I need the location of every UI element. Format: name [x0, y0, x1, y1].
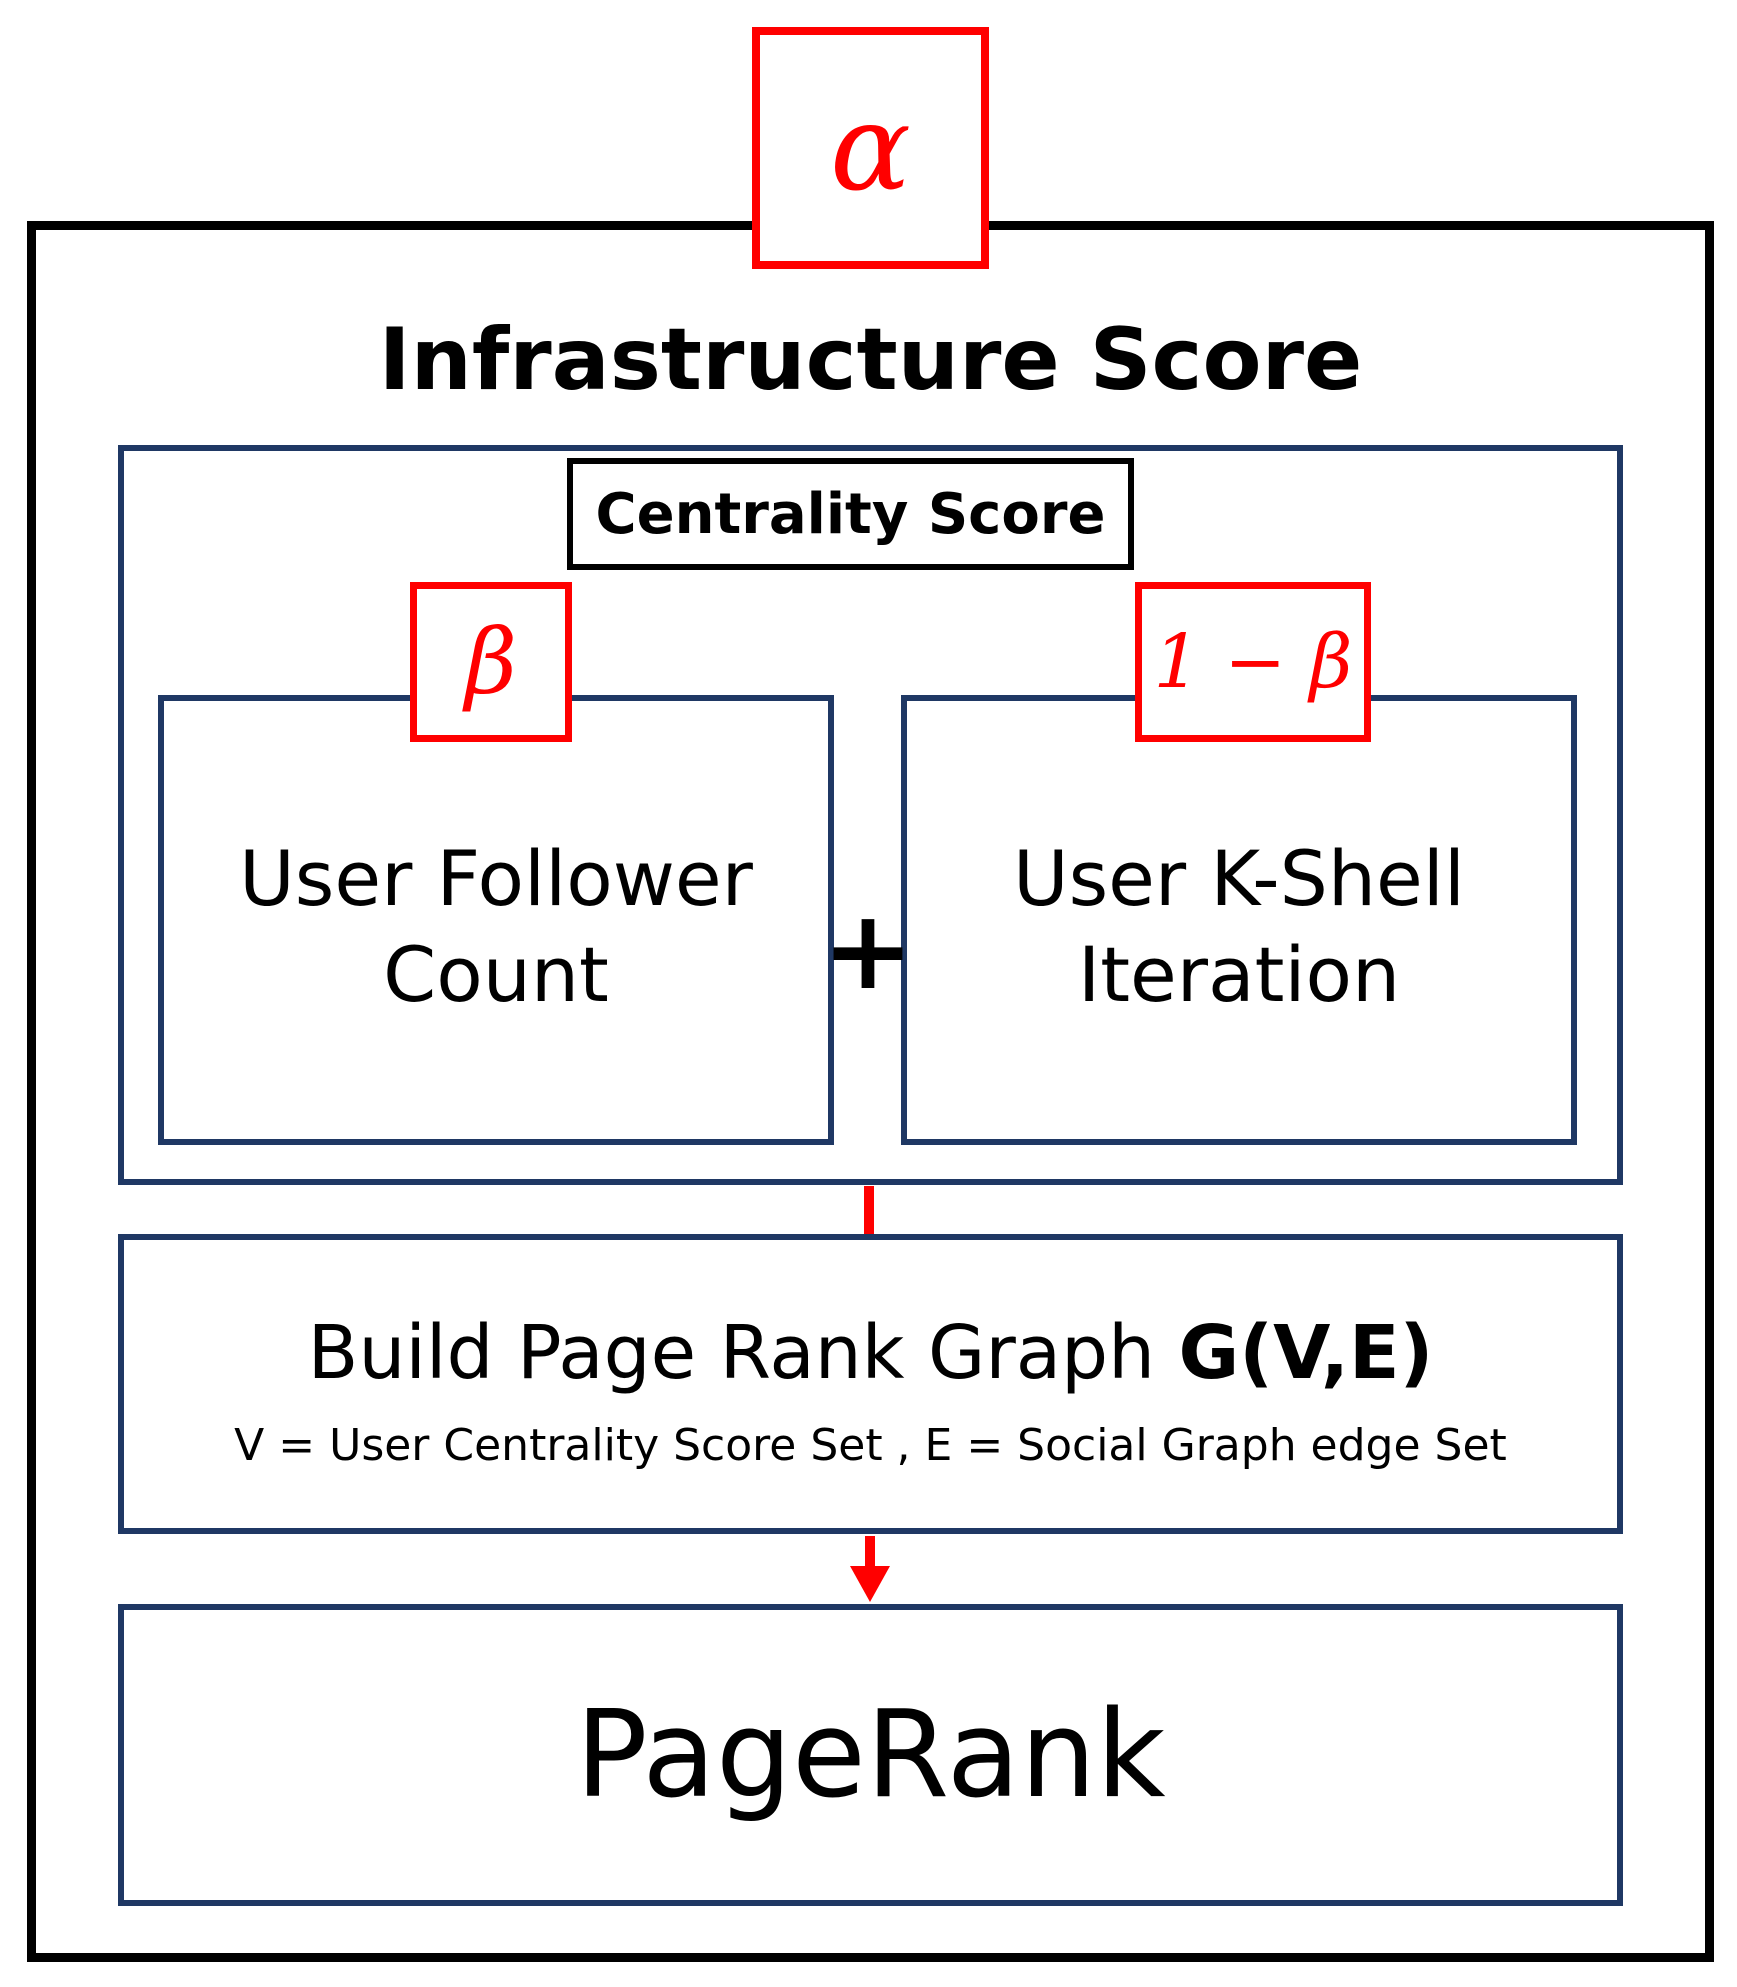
beta-weight-box: β	[410, 582, 572, 742]
graph-subtitle: V = User Centrality Score Set , E = Soci…	[234, 1420, 1507, 1471]
follower-line-2: Count	[383, 930, 609, 1019]
connector-line	[864, 1186, 874, 1234]
one-minus-beta-weight-box: 1 − β	[1135, 582, 1371, 742]
infrastructure-score-title: Infrastructure Score	[378, 310, 1363, 410]
build-graph-box: Build Page Rank Graph G(V,E) V = User Ce…	[118, 1234, 1623, 1534]
alpha-weight-box: α	[752, 27, 989, 269]
centrality-container	[118, 445, 1623, 1185]
follower-line-1: User Follower	[239, 834, 753, 923]
graph-title: Build Page Rank Graph G(V,E)	[307, 1310, 1434, 1396]
graph-notation: G(V,E)	[1178, 1310, 1434, 1396]
pagerank-box: PageRank	[118, 1604, 1623, 1906]
centrality-score-title: Centrality Score	[567, 458, 1134, 570]
beta-label: β	[464, 609, 518, 715]
plus-icon: +	[821, 886, 915, 1014]
kshell-line-1: User K-Shell	[1012, 834, 1466, 923]
pagerank-label: PageRank	[575, 1685, 1166, 1825]
one-minus-beta-label: 1 − β	[1153, 619, 1353, 705]
user-kshell-iteration-box: User K-Shell Iteration	[901, 695, 1577, 1145]
alpha-label: α	[829, 78, 912, 218]
arrow-down-icon	[850, 1536, 890, 1602]
user-follower-count-box: User Follower Count	[158, 695, 834, 1145]
kshell-line-2: Iteration	[1077, 930, 1401, 1019]
